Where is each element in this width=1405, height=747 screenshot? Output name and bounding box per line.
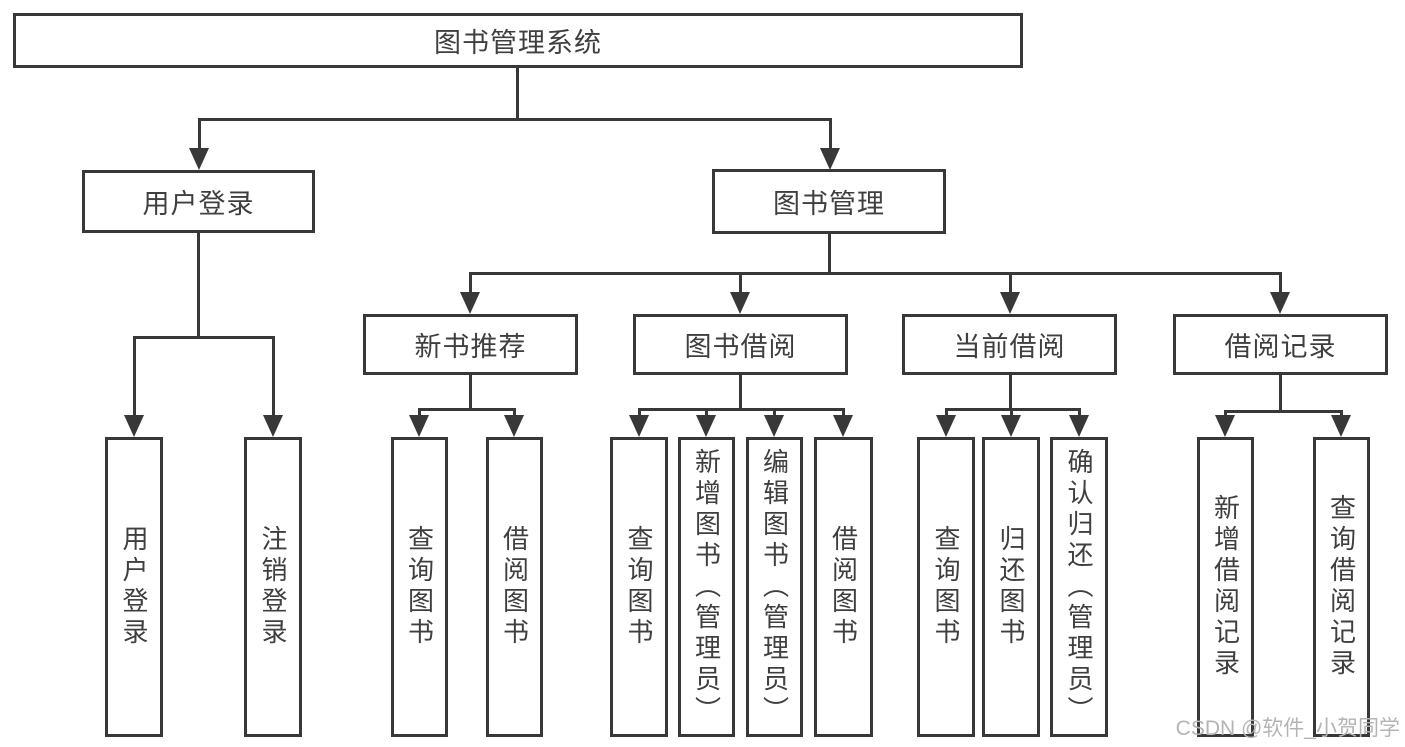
connector-drop [772,408,776,416]
leaf-confirm-return-admin: 确认归还（管理员） [1050,437,1108,737]
watermark: CSDN @软件_小贺同学 [1175,717,1400,740]
connector-drop [704,408,708,416]
connector-bar [133,336,274,339]
arrowhead-down-icon [1270,292,1290,314]
connector-drop [132,336,136,416]
connector-drop [197,118,201,149]
node-book-borrowing: 图书借阅 [633,314,848,375]
arrowhead-down-icon [504,415,524,437]
arrowhead-down-icon [263,415,283,437]
connector-drop [417,408,421,416]
connector-bar [638,408,844,411]
arrowhead-down-icon [730,292,750,314]
connector-stem [1008,375,1012,408]
connector-drop [738,272,742,293]
connector-drop [1077,408,1081,416]
leaf-return-books: 归还图书 [982,437,1040,737]
arrowhead-down-icon [460,292,480,314]
leaf-logout: 注销登录 [244,437,302,737]
arrowhead-down-icon [833,415,853,437]
connector-drop [1223,410,1227,416]
connector-drop [1008,272,1012,293]
arrowhead-down-icon [1001,415,1021,437]
connector-drop [1009,408,1013,416]
connector-drop [637,408,641,416]
arrowhead-down-icon [820,148,840,170]
node-current-borrowing: 当前借阅 [902,314,1117,375]
arrowhead-down-icon [1215,415,1235,437]
connector-drop [271,336,275,416]
connector-drop [1339,410,1343,416]
connector-bar [945,408,1080,411]
leaf-add-borrow-record: 新增借阅记录 [1197,437,1254,737]
node-new-book-recommend: 新书推荐 [363,314,578,375]
arrowhead-down-icon [409,415,429,437]
leaf-user-login: 用户登录 [105,437,163,737]
arrowhead-down-icon [696,415,716,437]
connector-stem [738,375,742,408]
connector-stem [515,68,519,118]
arrowhead-down-icon [1069,415,1089,437]
connector-bar [1224,410,1342,413]
connector-bar [418,408,515,411]
connector-drop [841,408,845,416]
node-library-management-system: 图书管理系统 [13,13,1023,68]
connector-bar [198,118,831,121]
connector-bar [469,272,1281,275]
leaf-edit-books-admin: 编辑图书（管理员） [746,437,803,737]
connector-stem [1278,375,1282,410]
connector-drop [512,408,516,416]
leaf-borrow-books-1: 借阅图书 [486,437,543,737]
leaf-query-books-2: 查询图书 [610,437,668,737]
connector-drop [1278,272,1282,293]
leaf-query-books-1: 查询图书 [391,437,448,737]
arrowhead-down-icon [189,148,209,170]
arrowhead-down-icon [764,415,784,437]
connector-drop [468,272,472,293]
connector-drop [944,408,948,416]
leaf-add-books-admin: 新增图书（管理员） [678,437,735,737]
arrowhead-down-icon [1000,292,1020,314]
node-book-management: 图书管理 [712,169,946,234]
connector-stem [468,375,472,408]
connector-drop [828,118,832,149]
leaf-query-borrow-record: 查询借阅记录 [1313,437,1370,737]
arrowhead-down-icon [124,415,144,437]
leaf-query-books-3: 查询图书 [917,437,975,737]
arrowhead-down-icon [936,415,956,437]
node-borrowing-records: 借阅记录 [1173,314,1388,375]
arrowhead-down-icon [1331,415,1351,437]
leaf-borrow-books-2: 借阅图书 [814,437,873,737]
connector-stem [827,234,831,272]
node-user-login: 用户登录 [82,170,315,233]
arrowhead-down-icon [629,415,649,437]
connector-stem [196,233,200,336]
